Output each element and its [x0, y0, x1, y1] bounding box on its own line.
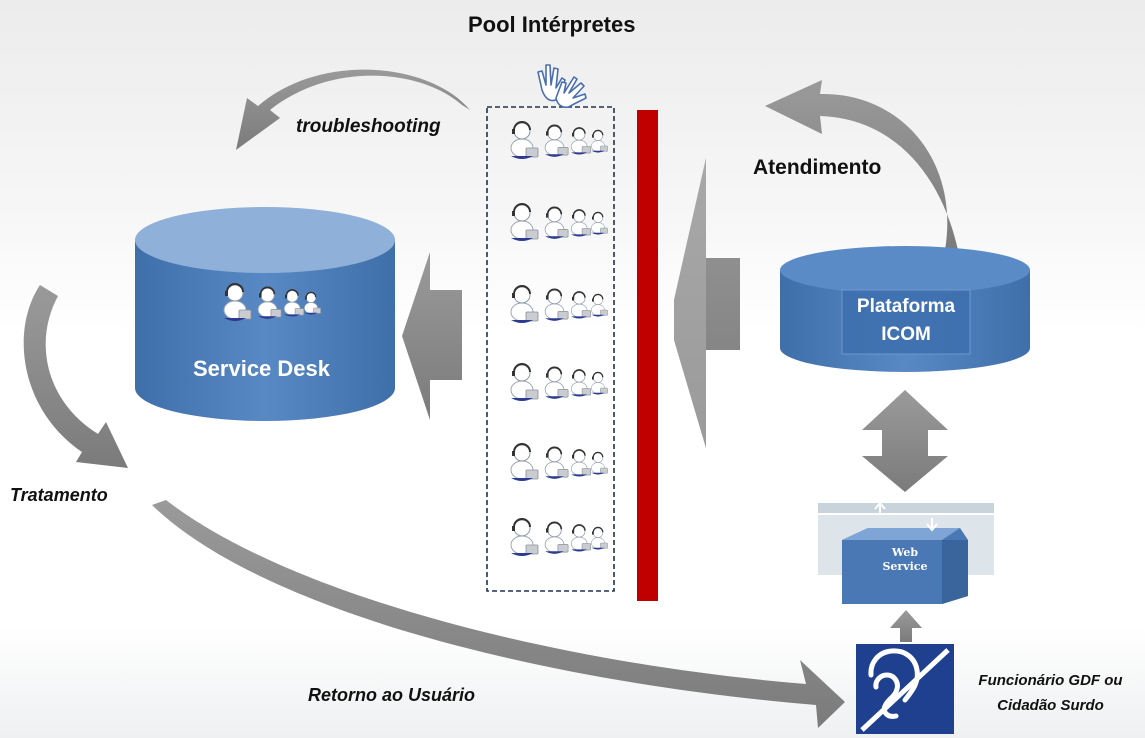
retorno-arrow: [152, 500, 845, 728]
platform-webservice-double-arrow: [862, 390, 948, 492]
web-service-label-line2: Service: [882, 560, 928, 573]
platform-label-line2: ICOM: [881, 324, 931, 345]
troubleshooting-label: troubleshooting: [296, 116, 441, 137]
pool-to-service-desk-arrow: [402, 252, 462, 420]
atendimento-arrow: [765, 80, 958, 250]
agent-group-icon: [511, 122, 608, 556]
pool-box: [486, 106, 615, 592]
user-to-webservice-arrow: [890, 610, 922, 642]
icom-platform-cylinder: [780, 246, 1030, 372]
atendimento-label: Atendimento: [753, 156, 882, 179]
web-service-icon: [818, 501, 994, 604]
service-desk-label: Service Desk: [193, 356, 330, 381]
tratamento-arrow: [23, 285, 129, 468]
web-service-label-line1: Web: [891, 546, 919, 559]
troubleshooting-arrow: [236, 69, 470, 150]
user-label-line2: Cidadão Surdo: [997, 697, 1104, 714]
platform-label-line1: Plataforma: [856, 296, 956, 317]
hearing-impaired-icon: [856, 644, 954, 734]
tratamento-label: Tratamento: [10, 485, 108, 505]
barrier-bar: [637, 110, 658, 601]
pool-title: Pool Intérpretes: [468, 12, 636, 37]
user-label-line1: Funcionário GDF ou: [978, 672, 1123, 689]
sign-language-hands-icon: [537, 64, 587, 108]
service-desk-cylinder: [135, 207, 395, 421]
retorno-label: Retorno ao Usuário: [308, 685, 476, 705]
